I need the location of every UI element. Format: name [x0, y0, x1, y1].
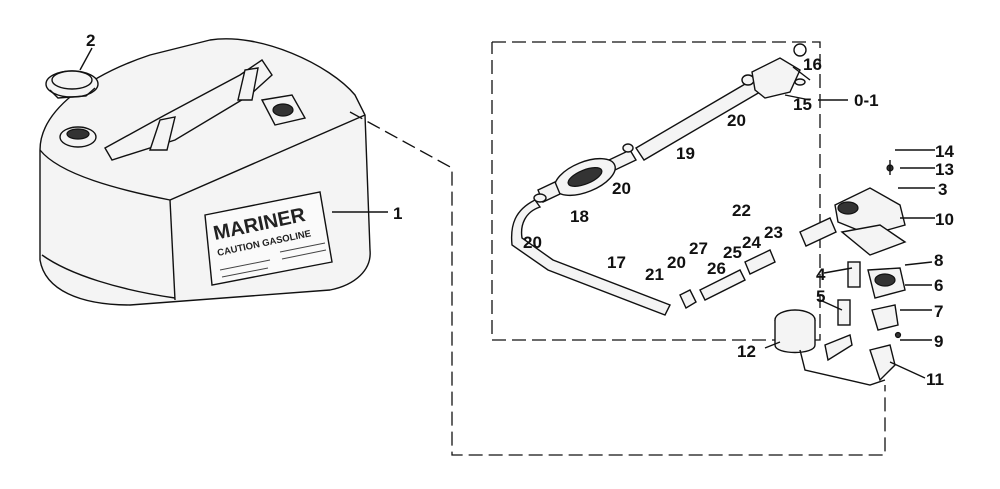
hose-assembly-boundary: [349, 41, 886, 456]
label-20-top: 20: [727, 111, 746, 130]
label-16: 16: [803, 55, 822, 74]
label-23: 23: [764, 223, 783, 242]
label-11: 11: [926, 370, 944, 389]
label-24: 24: [742, 233, 761, 252]
label-25: 25: [723, 243, 742, 262]
label-2: 2: [86, 31, 95, 50]
label-20-mid: 20: [612, 179, 631, 198]
label-22: 22: [732, 201, 751, 220]
label-19: 19: [676, 144, 695, 163]
part-labels: 2 1 16 15 0-1 20 19 20 18 20 14 13 3 10 …: [86, 31, 954, 389]
label-8: 8: [934, 251, 943, 270]
pickup-assembly: [774, 160, 907, 386]
label-10: 10: [935, 210, 954, 229]
label-15: 15: [793, 95, 812, 114]
fuel-line-assembly: [510, 43, 837, 316]
label-27: 27: [689, 239, 708, 258]
label-21: 21: [645, 265, 664, 284]
fuel-cap: [45, 70, 99, 99]
label-3: 3: [938, 180, 947, 199]
label-20-left: 20: [523, 233, 542, 252]
label-18: 18: [570, 207, 589, 226]
label-14: 14: [935, 142, 954, 161]
label-12: 12: [737, 342, 756, 361]
label-26: 26: [707, 259, 726, 278]
label-9: 9: [934, 332, 943, 351]
label-5: 5: [816, 287, 825, 306]
label-20-bottom: 20: [667, 253, 686, 272]
fuel-tank: MARINER CAUTION GASOLINE: [39, 38, 371, 306]
label-7: 7: [934, 302, 943, 321]
label-13: 13: [935, 160, 954, 179]
leader-lines: [79, 47, 935, 379]
label-6: 6: [934, 276, 943, 295]
label-1: 1: [393, 204, 402, 223]
label-4: 4: [816, 265, 826, 284]
label-17: 17: [607, 253, 626, 272]
label-0-1: 0-1: [854, 91, 879, 110]
